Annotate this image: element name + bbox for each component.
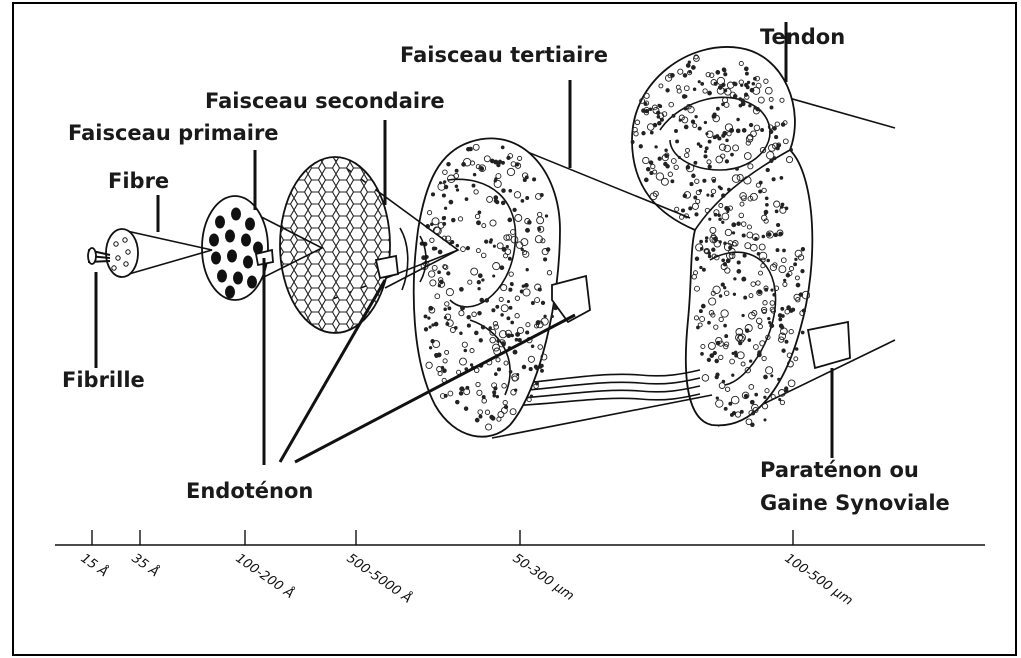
- scale-label: 100-200 Å: [233, 550, 297, 602]
- label-fibrille: Fibrille: [62, 368, 145, 392]
- scale-label: 15 Å: [78, 550, 111, 580]
- paratenon-flap: [808, 322, 850, 368]
- tendon-illustration: [631, 47, 895, 427]
- label-tendon: Tendon: [760, 25, 845, 49]
- tertiary-sheath-flap: [552, 276, 590, 322]
- scale-label: 500-5000 Å: [344, 550, 415, 606]
- fibre-illustration: [106, 229, 212, 277]
- scale-label: 100-500 µm: [782, 551, 856, 609]
- label-fibre: Fibre: [108, 169, 169, 193]
- label-paratenon-line2: Gaine Synoviale: [760, 491, 950, 515]
- size-scale: 15 Å 35 Å 100-200 Å 500-5000 Å 50-300 µm…: [55, 530, 985, 609]
- label-endotenon: Endoténon: [186, 479, 313, 503]
- scale-label: 35 Å: [129, 550, 162, 580]
- label-faisceau-tertiaire: Faisceau tertiaire: [400, 43, 608, 67]
- scale-label: 50-300 µm: [510, 551, 577, 604]
- label-faisceau-primaire: Faisceau primaire: [68, 121, 279, 145]
- label-faisceau-secondaire: Faisceau secondaire: [205, 89, 445, 113]
- label-paratenon-line1: Paraténon ou: [760, 458, 919, 482]
